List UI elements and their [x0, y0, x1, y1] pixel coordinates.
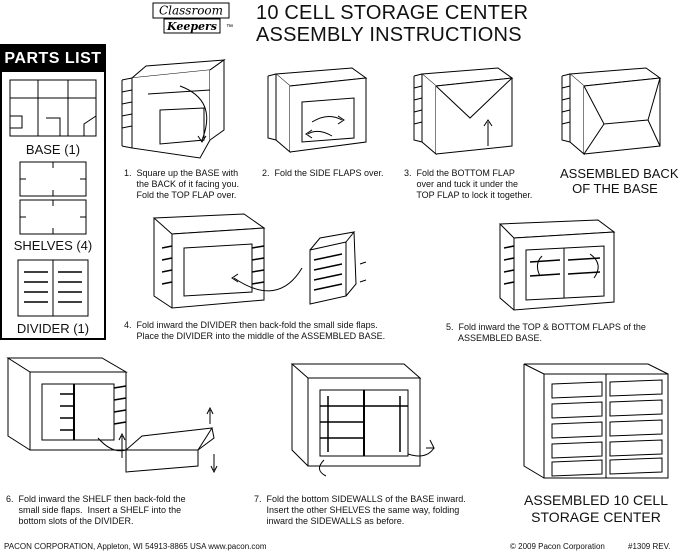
step1-text: 1. Square up the BASE with the BACK of i…	[124, 168, 240, 200]
parts-divider-label: DIVIDER (1)	[16, 321, 90, 336]
step6-illustration	[2, 354, 232, 480]
page-title: 10 CELL STORAGE CENTER ASSEMBLY INSTRUCT…	[256, 2, 528, 46]
step2-text: 2. Fold the SIDE FLAPS over.	[262, 168, 384, 178]
step3-text: 3. Fold the BOTTOM FLAP over and tuck it…	[404, 168, 533, 200]
assembled-storage-center-caption: ASSEMBLED 10 CELL STORAGE CENTER	[524, 492, 668, 525]
step7-illustration	[284, 360, 444, 482]
logo-line2: Keepers	[166, 20, 217, 33]
step1-illustration	[120, 50, 230, 162]
classroom-keepers-logo: Classroom Keepers ™	[152, 2, 244, 36]
assembled-back-illustration	[556, 62, 668, 162]
base-part-drawing	[8, 78, 98, 140]
assembled-storage-center-illustration	[516, 358, 676, 486]
parts-shelves-label: SHELVES (4)	[13, 238, 93, 253]
assembled-back-caption: ASSEMBLED BACK OF THE BASE	[560, 166, 679, 196]
parts-base-label: BASE (1)	[25, 142, 81, 157]
logo-line1: Classroom	[159, 4, 223, 18]
step5-text: 5. Fold inward the TOP & BOTTOM FLAPS of…	[446, 322, 646, 343]
title-line1: 10 CELL STORAGE CENTER	[256, 2, 529, 24]
footer-company: PACON CORPORATION, Appleton, WI 54913-88…	[4, 542, 267, 551]
step2-illustration	[262, 62, 374, 158]
step7-text: 7. Fold the bottom SIDEWALLS of the BASE…	[254, 494, 466, 526]
divider-part-drawing	[16, 258, 90, 318]
step6-text: 6. Fold inward the SHELF then back-fold …	[6, 494, 186, 526]
title-line2: ASSEMBLY INSTRUCTIONS	[256, 24, 522, 46]
logo-trademark: ™	[226, 24, 233, 31]
footer-revision: #1309 REV.	[628, 542, 671, 551]
parts-list-heading: PARTS LIST	[2, 46, 104, 72]
step4-text: 4. Fold inward the DIVIDER then back-fol…	[124, 320, 386, 341]
step3-illustration	[408, 62, 520, 162]
parts-list-panel: PARTS LIST BASE (1) SHELVES (4) DIVIDER …	[0, 44, 106, 340]
step5-illustration	[494, 216, 626, 316]
step4-illustration	[148, 208, 368, 316]
footer-copyright: © 2009 Pacon Corporation	[510, 542, 605, 551]
shelves-part-drawing	[18, 160, 88, 236]
